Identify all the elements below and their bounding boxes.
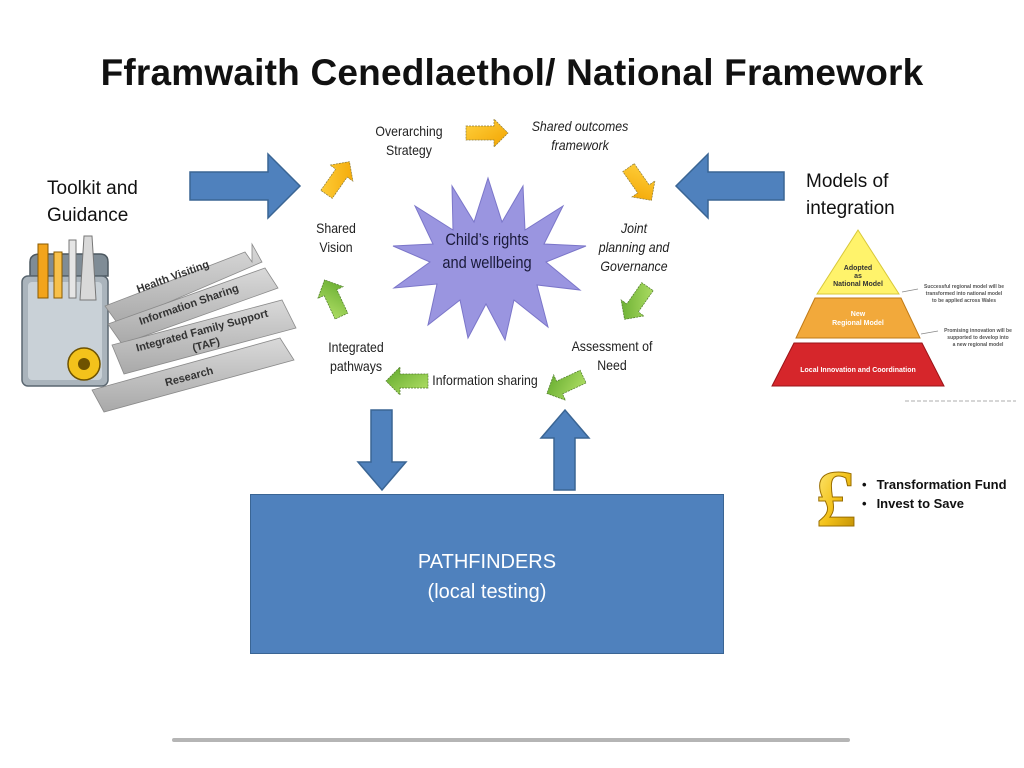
integration-pyramid: Adopted as National Model New Regional M…: [771, 229, 1016, 402]
toolbox-icon: [21, 235, 109, 387]
joint-planning-label: Joint planning and Governance: [597, 219, 671, 276]
models-integration-label: Models of integration: [806, 168, 895, 222]
assessment-line1: Assessment of: [571, 338, 653, 354]
shared-vision-line1: Shared: [316, 220, 356, 236]
overarching-strategy-label: Overarching Strategy: [374, 122, 444, 160]
pyramid-middle-line1: New: [851, 311, 866, 318]
shared-outcomes-line1: Shared outcomes: [531, 118, 629, 134]
pyramid-middle: [795, 297, 921, 339]
childs-rights-star: [392, 176, 587, 342]
shared-vision-line2: Vision: [319, 239, 353, 255]
shared-outcomes-line2: framework: [551, 137, 609, 153]
overarching-line1: Overarching: [375, 123, 443, 139]
arrow-assessment-to-sharing: [546, 369, 587, 401]
shared-vision-label: Shared Vision: [309, 219, 364, 257]
arrow-strategy-to-outcomes: [465, 118, 509, 148]
pathfinders-text: PATHFINDERS (local testing): [250, 547, 724, 607]
toolkit-guidance-label: Toolkit and Guidance: [47, 175, 138, 229]
information-sharing-arrow: [107, 267, 279, 345]
pound-icon: £: [816, 453, 857, 544]
star-line2: and wellbeing: [442, 254, 531, 272]
page-title: Fframwaith Cenedlaethol/ National Framew…: [100, 52, 924, 93]
left-blue-arrow: [189, 152, 302, 220]
pyramid-note1-line3: to be applied across Wales: [932, 298, 996, 304]
funding-item-transformation: Transformation Fund: [862, 475, 1007, 494]
pyramid-note1-connector: [901, 288, 919, 293]
pyramid-note1-line2: transformed into national model: [926, 291, 1003, 297]
pyramid-note2-line3: a new regional model: [953, 342, 1004, 348]
star-line1: Child’s rights: [445, 231, 528, 249]
pyramid-top-line2: as: [854, 273, 862, 280]
integrated-pathways-line2: pathways: [329, 358, 383, 374]
pyramid-top-line1: Adopted: [844, 265, 872, 272]
joint-planning-line1: Joint: [620, 220, 648, 236]
joint-planning-line3: Governance: [600, 258, 668, 274]
toolkit-arrows: Health Visiting Information Sharing Inte…: [91, 242, 297, 413]
models-label-line1: Models of: [806, 171, 889, 192]
pathfinders-box: [250, 494, 724, 654]
pathfinders-subtitle: (local testing): [427, 581, 547, 603]
models-label-line2: integration: [806, 198, 895, 219]
toolkit-label-line2: Guidance: [47, 205, 129, 226]
overarching-line2: Strategy: [386, 142, 432, 158]
up-arrow-from-pathfinders: [539, 408, 591, 491]
arrow-pathways-to-vision: [317, 279, 349, 320]
arrow-sharing-to-pathways: [385, 366, 429, 396]
pyramid-note1-line1: Successful regional model will be: [924, 284, 1004, 290]
toolkit-label-line1: Toolkit and: [47, 178, 138, 199]
arrow-vision-to-strategy: [320, 161, 354, 199]
pyramid-middle-line2: Regional Model: [832, 320, 884, 327]
pathfinders-title: PATHFINDERS: [417, 551, 557, 573]
integrated-family-support-arrow: [111, 299, 297, 375]
arrow-outcomes-to-joint: [622, 163, 656, 201]
pyramid-bottom: [771, 342, 945, 387]
arrow-joint-to-assessment: [620, 282, 654, 320]
down-arrow-to-pathfinders: [356, 409, 408, 492]
pyramid-top: [816, 229, 900, 295]
right-blue-arrow: [674, 152, 785, 220]
pyramid-note2-line2: supported to develop into: [947, 335, 1008, 341]
pyramid-note2-connector: [920, 330, 939, 335]
shared-outcomes-label: Shared outcomes framework: [532, 117, 629, 155]
research-arrow: [91, 337, 295, 413]
pyramid-note2-line1: Promising innovation will be: [944, 328, 1012, 334]
assessment-need-label: Assessment of Need: [570, 337, 654, 375]
integrated-pathways-label: Integrated pathways: [323, 338, 390, 376]
assessment-line2: Need: [597, 357, 627, 373]
integrated-pathways-line1: Integrated: [328, 339, 384, 355]
joint-planning-line2: planning and: [598, 239, 670, 255]
funding-item-invest-to-save: Invest to Save: [862, 494, 1007, 513]
information-sharing-label: Information sharing: [432, 372, 538, 388]
pyramid-top-line3: National Model: [833, 281, 883, 288]
pyramid-bottom-label: Local Innovation and Coordination: [800, 367, 916, 374]
funding-list: Transformation Fund Invest to Save: [862, 475, 1007, 513]
